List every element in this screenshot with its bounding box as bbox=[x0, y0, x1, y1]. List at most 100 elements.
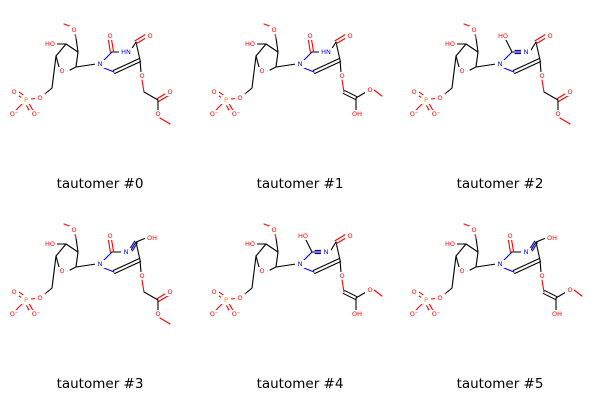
atom-bg bbox=[435, 94, 445, 102]
sugar-bond bbox=[69, 266, 77, 271]
vinyl-bond bbox=[344, 90, 358, 98]
tautomer-caption: tautomer #5 bbox=[456, 376, 544, 392]
atom-bg bbox=[57, 267, 67, 275]
carbonyl-bond bbox=[334, 34, 346, 42]
sugar-bond bbox=[45, 287, 53, 294]
atom-bg bbox=[269, 226, 279, 234]
atom-bg bbox=[421, 296, 431, 304]
oxygen-atom: O bbox=[259, 67, 264, 75]
oxygen-atom: O bbox=[437, 294, 442, 302]
phosphorus-atom: P bbox=[424, 96, 428, 104]
atom-bg bbox=[243, 240, 257, 248]
atom-bg bbox=[553, 110, 563, 118]
ring-bond bbox=[130, 241, 137, 251]
oxygen-atom: O bbox=[107, 32, 112, 40]
atom-bg bbox=[43, 240, 57, 248]
phosphate-bond bbox=[15, 103, 23, 111]
ring-bond bbox=[503, 67, 515, 73]
ring-bond bbox=[103, 267, 115, 273]
ring-bond bbox=[129, 240, 136, 250]
ring-bond bbox=[514, 60, 542, 75]
hydroxyl-atom: HO bbox=[45, 40, 55, 48]
atom-bg bbox=[137, 72, 147, 80]
ring-bond bbox=[312, 57, 340, 72]
hydroxyl-atom: OH bbox=[552, 310, 562, 318]
ring-bond bbox=[512, 57, 540, 72]
oxygen-atom: O bbox=[59, 67, 64, 75]
oxygen-atom: O bbox=[211, 88, 216, 96]
side-chain-bond bbox=[539, 59, 542, 73]
carbonyl-bond bbox=[134, 34, 146, 42]
oxygen-atom: O bbox=[71, 26, 76, 34]
glycosidic-bond bbox=[75, 63, 97, 68]
oxygen-atom: O bbox=[271, 226, 276, 234]
sugar-bond bbox=[265, 43, 279, 53]
nitrogen-atom: N bbox=[324, 248, 329, 256]
atom-bg bbox=[69, 26, 79, 34]
atom-bg bbox=[7, 110, 21, 118]
hydroxyl-atom: HO bbox=[445, 240, 455, 248]
phosphorus-atom: P bbox=[224, 96, 228, 104]
atom-bg bbox=[105, 32, 115, 40]
tautomer-caption: tautomer #0 bbox=[56, 176, 144, 192]
atom-bg bbox=[95, 260, 105, 268]
ring-bond bbox=[330, 241, 337, 251]
sugar-bond bbox=[51, 55, 57, 89]
ring-bond bbox=[112, 257, 140, 272]
carbonyl-bond bbox=[507, 239, 511, 253]
sugar-bond bbox=[255, 55, 260, 68]
ring-bond bbox=[103, 51, 113, 61]
hydroxyl-atom: HO bbox=[298, 232, 308, 240]
oxygen-atom: O bbox=[59, 267, 64, 275]
sugar-bond bbox=[55, 255, 60, 268]
oxygen-atom: O bbox=[539, 72, 544, 80]
atom-bg bbox=[365, 286, 375, 294]
ring-bond bbox=[135, 41, 141, 61]
atom-bg bbox=[221, 96, 231, 104]
sugar-bond bbox=[245, 287, 253, 294]
hydroxyl-atom: HO bbox=[498, 32, 508, 40]
vinyl-bond bbox=[342, 92, 356, 100]
oxygen-atom: O⁻ bbox=[32, 110, 41, 118]
side-chain-bond bbox=[339, 59, 342, 73]
oxygen-atom: O bbox=[471, 26, 476, 34]
sugar-bond bbox=[445, 287, 453, 294]
ring-bond bbox=[335, 241, 341, 261]
phosphate-bond bbox=[215, 103, 223, 111]
side-chain-bond bbox=[373, 289, 383, 297]
sugar-bond bbox=[465, 43, 479, 53]
oxygen-atom: O bbox=[367, 86, 372, 94]
sugar-bond bbox=[55, 43, 67, 57]
oxygen-atom: O bbox=[139, 272, 144, 280]
oxygen-atom: O⁻ bbox=[410, 110, 419, 118]
atom-bg bbox=[29, 110, 43, 118]
sugar-bond bbox=[55, 55, 60, 68]
atom-bg bbox=[269, 26, 279, 34]
atom-bg bbox=[21, 96, 31, 104]
atom-bg bbox=[521, 48, 531, 56]
ring-bond bbox=[312, 257, 340, 272]
atom-bg bbox=[345, 232, 355, 240]
oxygen-atom: O bbox=[11, 88, 16, 96]
carbonyl-bond bbox=[107, 239, 111, 253]
ring-bond bbox=[512, 257, 540, 272]
glycosidic-bond bbox=[475, 63, 497, 68]
side-chain-bond bbox=[541, 79, 545, 93]
side-chain-bond bbox=[559, 117, 571, 125]
oxygen-atom: O bbox=[37, 94, 42, 102]
sugar-bond bbox=[45, 87, 53, 94]
atom-bg bbox=[235, 94, 245, 102]
phosphate-bond bbox=[215, 303, 223, 311]
tautomer-caption: tautomer #4 bbox=[256, 376, 344, 392]
oxygen-atom: O bbox=[155, 310, 160, 318]
atom-bg bbox=[165, 288, 175, 296]
substituent-bond bbox=[535, 237, 547, 243]
atom-bg bbox=[565, 286, 575, 294]
oxygen-atom: O bbox=[547, 32, 552, 40]
oxygen-atom: O bbox=[411, 288, 416, 296]
oxygen-atom: O bbox=[555, 110, 560, 118]
oxygen-atom: O⁻ bbox=[232, 110, 241, 118]
hydroxyl-atom: OH bbox=[352, 310, 362, 318]
